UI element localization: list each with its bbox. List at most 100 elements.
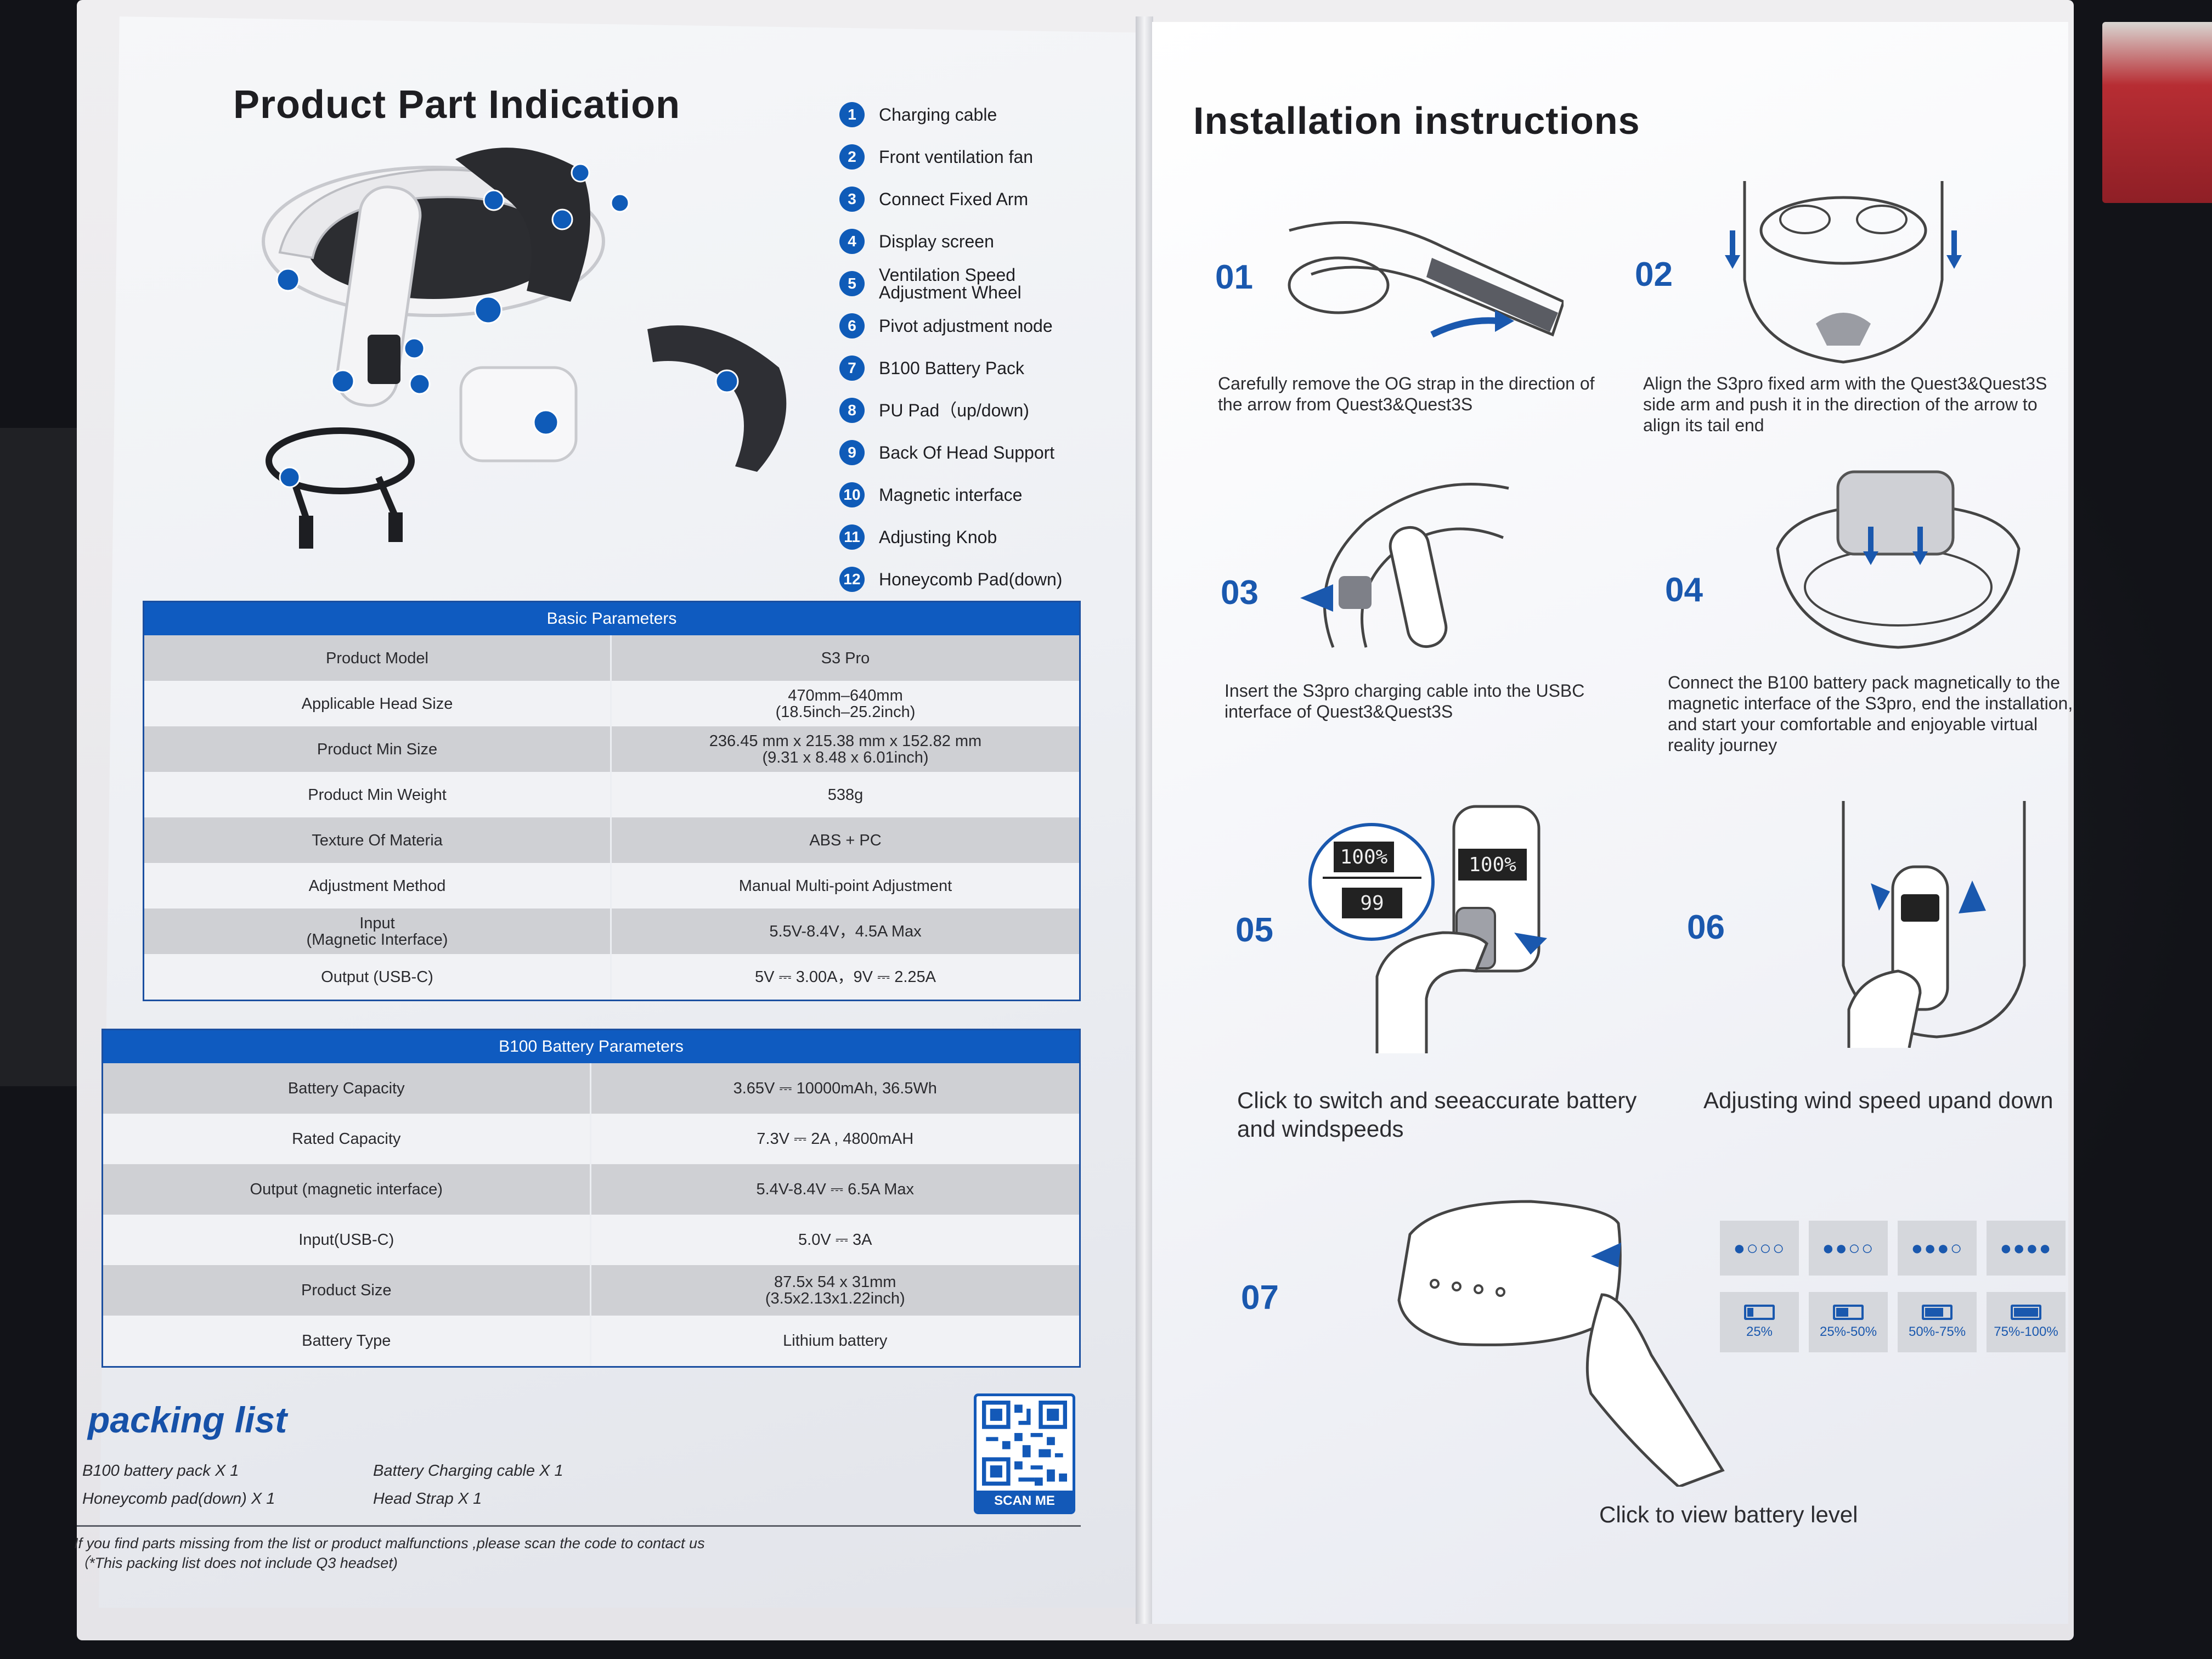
param-value: 3.65V ⎓ 10000mAh, 36.5Wh (733, 1080, 937, 1097)
table-row: Battery Type Lithium battery (103, 1316, 1079, 1366)
param-name: Product Min Size (144, 726, 612, 772)
step-caption: Align the S3pro fixed arm with the Quest… (1643, 374, 2047, 435)
battery-fill (1836, 1308, 1848, 1317)
packing-list: B100 battery pack X 1 Battery Charging c… (82, 1462, 631, 1508)
part-label: Adjusting Knob (879, 527, 997, 547)
packing-list-title: packing list (88, 1400, 287, 1440)
step-07-illustration (1397, 1200, 1725, 1487)
table-row: Texture Of Materia ABS + PC (144, 817, 1079, 863)
param-name: Texture Of Materia (144, 817, 612, 863)
battery-parameters-table: B100 Battery Parameters Battery Capacity… (101, 1029, 1081, 1368)
param-value: 5V ⎓ 3.00A，9V ⎓ 2.25A (754, 968, 936, 986)
param-value: 5.4V-8.4V ⎓ 6.5A Max (756, 1181, 915, 1198)
part-number: 10 (839, 482, 865, 507)
part-label: B100 Battery Pack (879, 358, 1025, 378)
battery-level-label: 75%-100% (1994, 1324, 2058, 1339)
part-number: 3 (839, 186, 865, 212)
qr-code-pattern (982, 1401, 1067, 1486)
part-number: 12 (839, 566, 865, 592)
param-value: 7.3V ⎓ 2A , 4800mAH (757, 1130, 914, 1148)
packing-note: If you find parts missing from the list … (74, 1535, 705, 1571)
part-number: 11 (839, 524, 865, 550)
battery-level-cell: 50%-75% (1898, 1292, 1977, 1352)
battery-level-cell: 75%-100% (1987, 1292, 2066, 1352)
part-number: 2 (839, 144, 865, 170)
display-readout: 100% (1334, 842, 1394, 872)
part-number: 7 (839, 355, 865, 381)
part-label: Charging cable (879, 104, 997, 125)
part-number: 5 (839, 270, 865, 296)
part-item: 10 Magnetic interface (839, 473, 1114, 516)
table-row: Output (magnetic interface) 5.4V-8.4V ⎓ 6… (103, 1164, 1079, 1215)
step-caption: Insert the S3pro charging cable into the… (1224, 681, 1585, 721)
table-header: B100 Battery Parameters (103, 1030, 1079, 1063)
led-indicator: ●●○○ (1809, 1221, 1888, 1276)
param-name: Product Size (103, 1265, 591, 1316)
param-name: Input(USB-C) (103, 1215, 591, 1265)
step-number: 01 (1215, 258, 1253, 296)
step-01-illustration (1288, 221, 1564, 338)
step-03-illustration (1300, 483, 1509, 648)
table-row: Output (USB-C) 5V ⎓ 3.00A，9V ⎓ 2.25A (144, 954, 1079, 1000)
step-number: 06 (1687, 909, 1725, 946)
param-value: ABS + PC (809, 831, 882, 849)
param-name: Output (USB-C) (144, 954, 612, 1000)
part-item: 6 Pivot adjustment node (839, 304, 1114, 347)
step-caption: Click to switch and seeaccurate battery … (1237, 1087, 1637, 1142)
table-row: Rated Capacity 7.3V ⎓ 2A , 4800mAH (103, 1114, 1079, 1164)
battery-icon (1833, 1305, 1864, 1320)
param-value: 5.5V-8.4V，4.5A Max (769, 922, 922, 940)
battery-level-cell: 25% (1720, 1292, 1799, 1352)
part-number: 9 (839, 439, 865, 465)
part-label: Magnetic interface (879, 484, 1023, 505)
step-number: 02 (1635, 256, 1673, 294)
battery-level-label: 25% (1746, 1324, 1773, 1339)
battery-level-cell: 25%-50% (1809, 1292, 1888, 1352)
part-number: 4 (839, 228, 865, 254)
battery-icon (1744, 1305, 1775, 1320)
step-02-illustration (1725, 181, 1962, 364)
battery-icon (2011, 1305, 2041, 1320)
battery-fill (1925, 1308, 1943, 1317)
product-illustration (262, 148, 787, 549)
battery-level-label: 50%-75% (1908, 1324, 1966, 1339)
part-label: Pivot adjustment node (879, 315, 1053, 336)
list-item: Head Strap X 1 (373, 1490, 482, 1508)
param-name: Product Model (144, 635, 612, 681)
led-indicator: ●●●● (1987, 1221, 2066, 1276)
part-item: 7 B100 Battery Pack (839, 347, 1114, 389)
indicator-row: ●○○○ ●●○○ ●●●○ ●●●● (1720, 1221, 2066, 1276)
part-label: Connect Fixed Arm (879, 189, 1029, 209)
table-row: Battery Capacity 3.65V ⎓ 10000mAh, 36.5Wh (103, 1063, 1079, 1114)
part-label: Back Of Head Support (879, 442, 1055, 462)
param-name: Battery Type (103, 1316, 591, 1366)
step-caption: Adjusting wind speed upand down (1703, 1087, 2053, 1113)
part-item: 11 Adjusting Knob (839, 516, 1114, 558)
param-name: Rated Capacity (103, 1114, 591, 1164)
param-name: Output (magnetic interface) (103, 1164, 591, 1215)
display-readout: 100% (1458, 849, 1527, 881)
installation-title: Installation instructions (1193, 99, 1640, 142)
divider (77, 1525, 1081, 1527)
step-number: 03 (1221, 574, 1259, 612)
part-number: 6 (839, 313, 865, 338)
list-item: Honeycomb pad(down) X 1 (82, 1490, 275, 1508)
step-04-illustration (1776, 470, 2021, 649)
step-number: 07 (1241, 1279, 1279, 1317)
qr-label: SCAN ME (977, 1491, 1073, 1511)
part-label: Honeycomb Pad(down) (879, 569, 1063, 589)
qr-code[interactable]: SCAN ME (974, 1393, 1075, 1514)
param-name: Battery Capacity (103, 1063, 591, 1114)
table-row: Input(USB-C)5.0V ⎓ 3A (103, 1215, 1079, 1265)
param-value: Lithium battery (783, 1332, 888, 1350)
param-name: Adjustment Method (144, 863, 612, 909)
